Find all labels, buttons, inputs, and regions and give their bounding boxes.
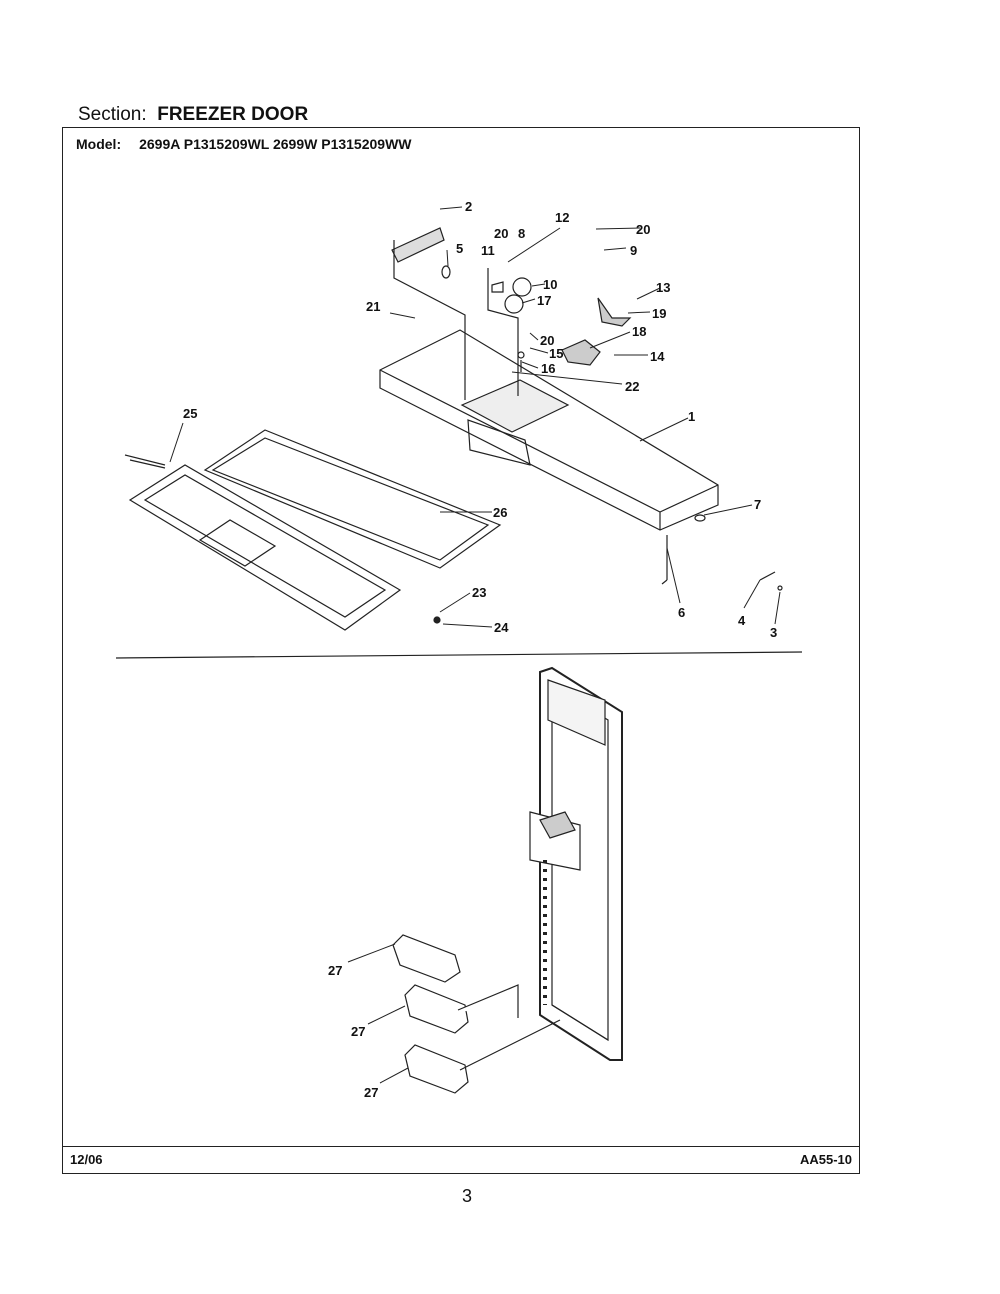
callout-2: 2 <box>465 199 472 214</box>
callout-13: 13 <box>656 280 670 295</box>
callout-12: 12 <box>555 210 569 225</box>
callout-22: 22 <box>625 379 639 394</box>
callout-10: 10 <box>543 277 557 292</box>
inner-door-liner-part <box>124 454 402 631</box>
callout-27: 27 <box>328 963 342 978</box>
callout-17: 17 <box>537 293 551 308</box>
callout-19: 19 <box>652 306 666 321</box>
callout-18: 18 <box>632 324 646 339</box>
section-title: Section: FREEZER DOOR <box>78 104 309 125</box>
callout-21: 21 <box>366 299 380 314</box>
callout-8: 8 <box>518 226 525 241</box>
callout-20: 20 <box>540 333 554 348</box>
door-gasket-part <box>203 429 502 569</box>
dispenser-parts <box>391 227 632 400</box>
callout-25: 25 <box>183 406 197 421</box>
callout-3: 3 <box>770 625 777 640</box>
callout-1: 1 <box>688 409 695 424</box>
footer-divider <box>62 1146 860 1147</box>
diagram-code: AA55-10 <box>799 1152 852 1167</box>
door-front-part <box>529 666 623 1061</box>
callout-27: 27 <box>364 1085 378 1100</box>
callout-16: 16 <box>541 361 555 376</box>
callout-26: 26 <box>493 505 507 520</box>
view-divider <box>115 651 803 659</box>
callout-24: 24 <box>494 620 509 635</box>
callout-14: 14 <box>650 349 665 364</box>
model-line: Model:2699A P1315209WL 2699W P1315209WW <box>76 136 412 152</box>
callout-leaders <box>169 206 781 1084</box>
callout-7: 7 <box>754 497 761 512</box>
callout-labels: 2 12 20 8 20 11 5 9 10 13 17 21 19 18 20… <box>183 199 777 1100</box>
callout-9: 9 <box>630 243 637 258</box>
callout-23: 23 <box>472 585 486 600</box>
callout-15: 15 <box>549 346 563 361</box>
hinge-parts <box>433 514 783 624</box>
revision-date: 12/06 <box>70 1152 103 1167</box>
callout-11: 11 <box>481 243 495 258</box>
callout-20: 20 <box>636 222 650 237</box>
callout-5: 5 <box>456 241 463 256</box>
door-bins <box>392 934 561 1094</box>
callout-27: 27 <box>351 1024 365 1039</box>
page-number: 3 <box>462 1186 473 1206</box>
callout-20: 20 <box>494 226 508 241</box>
callout-6: 6 <box>678 605 685 620</box>
diagram-frame <box>62 127 860 1174</box>
callout-4: 4 <box>738 613 746 628</box>
